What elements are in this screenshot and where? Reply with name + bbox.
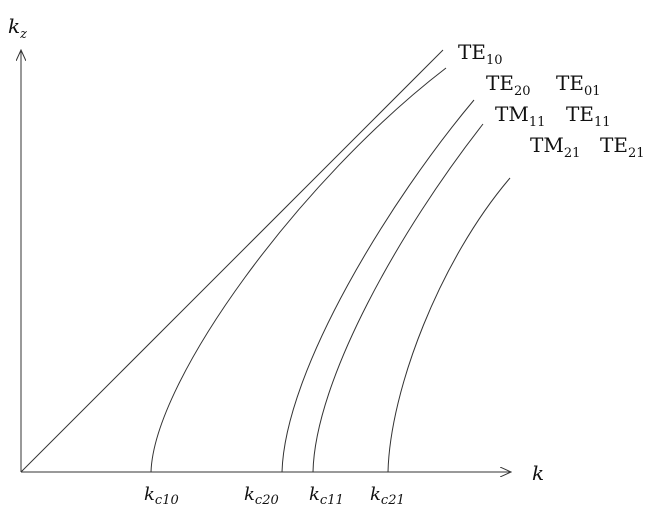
cutoff-label-c20: kc20 xyxy=(244,484,279,508)
light-line xyxy=(20,49,444,473)
mode-label-tm11: TM11 xyxy=(495,102,545,130)
mode-label-te20: TE20 xyxy=(486,71,531,99)
mode-label-tm21: TM21 xyxy=(530,133,580,161)
mode-label-te10: TE10 xyxy=(458,40,503,68)
mode-label-te01: TE01 xyxy=(556,71,601,99)
curve-te10 xyxy=(150,67,447,473)
cutoff-label-c21: kc21 xyxy=(370,484,405,508)
cutoff-label-c10: kc10 xyxy=(144,484,179,508)
curve-tm21-te21 xyxy=(387,177,511,473)
cutoff-label-c11: kc11 xyxy=(309,484,344,508)
x-axis-label: k xyxy=(532,461,544,485)
curve-te20-te01 xyxy=(281,99,475,473)
y-axis-label: kz xyxy=(8,14,27,42)
mode-label-te11: TE11 xyxy=(566,102,611,130)
curve-tm11-te11 xyxy=(312,123,484,473)
mode-label-te21: TE21 xyxy=(600,133,645,161)
